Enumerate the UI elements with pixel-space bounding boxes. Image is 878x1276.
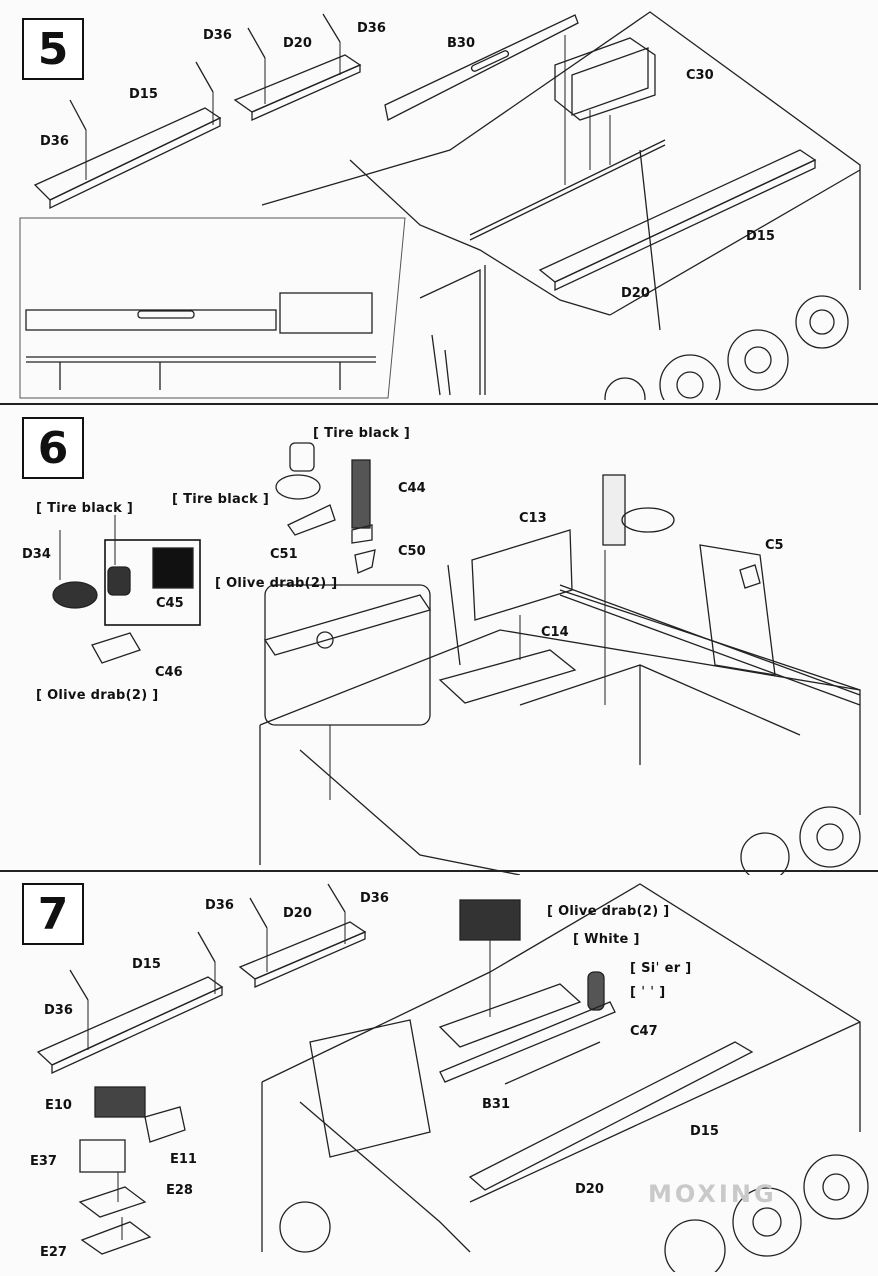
part-label-d20: D20 bbox=[575, 1182, 604, 1197]
part-label-d15: D15 bbox=[129, 87, 158, 102]
step-6-number: 6 bbox=[37, 422, 69, 474]
part-label-e27: E27 bbox=[40, 1245, 67, 1260]
paint-label-olive-drab: [ Olive drab(2) ] bbox=[547, 904, 670, 919]
step-7-number: 7 bbox=[37, 888, 69, 940]
step-5-drawing bbox=[19, 11, 861, 400]
paint-label-tire-black: [ Tire black ] bbox=[313, 426, 411, 441]
part-label-b31: B31 bbox=[482, 1097, 510, 1112]
part-label-e11: E11 bbox=[170, 1152, 197, 1167]
step-divider bbox=[0, 403, 878, 405]
part-label-d36: D36 bbox=[203, 28, 232, 43]
part-label-d15: D15 bbox=[690, 1124, 719, 1139]
step-7-drawing bbox=[36, 883, 869, 1272]
part-label-c30: C30 bbox=[686, 68, 714, 83]
paint-label-olive-drab: [ Olive drab(2) ] bbox=[36, 688, 159, 703]
part-label-e37: E37 bbox=[30, 1154, 57, 1169]
part-label-b30: B30 bbox=[447, 36, 475, 51]
part-label-c46: C46 bbox=[155, 665, 183, 680]
part-label-c13: C13 bbox=[519, 511, 547, 526]
step-divider bbox=[0, 870, 878, 872]
part-label-d36: D36 bbox=[44, 1003, 73, 1018]
part-label-d36: D36 bbox=[205, 898, 234, 913]
part-label-e28: E28 bbox=[166, 1183, 193, 1198]
paint-label-tire-black: [ Tire black ] bbox=[172, 492, 270, 507]
step-7-number-box: 7 bbox=[22, 883, 84, 945]
step-5-number-box: 5 bbox=[22, 18, 84, 80]
part-label-e10: E10 bbox=[45, 1098, 72, 1113]
part-label-c45: C45 bbox=[156, 596, 184, 611]
part-label-c14: C14 bbox=[541, 625, 569, 640]
part-label-d36: D36 bbox=[357, 21, 386, 36]
part-label-c5: C5 bbox=[765, 538, 784, 553]
part-label-d36: D36 bbox=[360, 891, 389, 906]
step-6-number-box: 6 bbox=[22, 417, 84, 479]
step-5-number: 5 bbox=[37, 23, 69, 75]
part-label-d36: D36 bbox=[40, 134, 69, 149]
part-label-d20: D20 bbox=[283, 906, 312, 921]
paint-label-tire-black: [ Tire black ] bbox=[36, 501, 134, 516]
part-label-c47: C47 bbox=[630, 1024, 658, 1039]
paint-label-olive-drab: [ Olive drab(2) ] bbox=[215, 576, 338, 591]
part-label-c44: C44 bbox=[398, 481, 426, 496]
part-label-d34: D34 bbox=[22, 547, 51, 562]
paint-label-obscured: [ ˈ ˈ ] bbox=[630, 985, 666, 1000]
part-label-d15: D15 bbox=[746, 229, 775, 244]
paint-label-silver: [ Siˈ er ] bbox=[630, 961, 692, 976]
part-label-d15: D15 bbox=[132, 957, 161, 972]
step-6-drawing bbox=[52, 442, 861, 875]
paint-label-white: [ White ] bbox=[573, 932, 640, 947]
part-label-c50: C50 bbox=[398, 544, 426, 559]
part-label-d20: D20 bbox=[621, 286, 650, 301]
watermark: MOXING bbox=[648, 1180, 777, 1208]
part-label-d20: D20 bbox=[283, 36, 312, 51]
part-label-c51: C51 bbox=[270, 547, 298, 562]
